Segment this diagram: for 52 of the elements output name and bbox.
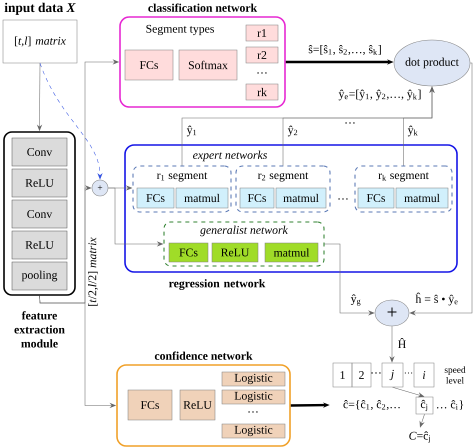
edge-label: Ĥ [396,336,408,350]
edge-label: ŝ=[ŝ$_{1}$, ŝ$_{2}$,…, ŝ$_{k}$] [306,44,384,56]
layer-box: r2 [246,46,278,64]
edge-label: ŷ$_{1}$ [185,124,199,138]
vector-label: ŷ$_{e}$=[ŷ$_{1}$, ŷ$_{2}$,…, ŷ$_{k}$] [338,90,421,100]
layer-box: Logistic [222,424,286,438]
layer-box: Softmax [178,50,238,80]
vector-text: … ĉ$_{i}$} [437,400,464,410]
layer-box: FCs [124,50,174,80]
input-box: input data X [t,l] matrix [2,2,78,64]
layer-box: r1 [246,24,278,42]
edge-label: ŷ$_{g}$ [349,293,363,307]
layer-box: matmul [176,188,228,208]
speed-cell: i [414,362,434,388]
layer-box: matmul [264,242,318,262]
layer-box: FCs [240,188,274,208]
layer-box: matmul [396,188,448,208]
layer-box: ReLU [180,390,216,420]
section-label: expert networks [193,150,267,162]
vector-text: ĉ={ĉ$_{1}$, ĉ$_{2}$,… [343,400,400,410]
edge-label: ŷ$_{k}$ [406,124,420,138]
layer-box: Logistic [222,390,286,404]
dots: … [345,122,355,124]
axis-label: speed level [444,366,466,384]
edge-label: ŷ$_{2}$ [286,124,300,138]
node-label: input data X [4,2,76,15]
matrix-label: [t/2,l/2] matrix [88,237,98,306]
dots: … [338,198,348,200]
layer-box: ReLU [12,168,68,198]
speed-cell: j [382,362,404,388]
dots: … [404,372,412,374]
speed-cell: 1 [332,362,352,388]
layer-box: Conv [12,138,68,166]
result-text: C=ĉ$_{j}$ [409,431,430,443]
layer-box: pooling [12,262,68,290]
layer-box: FCs [168,242,208,262]
dots: … [371,372,381,374]
layer-box: ReLU [212,242,258,262]
layer-box: rk [246,84,278,100]
layer-box: ReLU [12,230,68,260]
layer-box: FCs [358,188,394,208]
layer-box: FCs [128,390,172,420]
dots: … [248,411,258,413]
layer-box: Conv [12,200,68,228]
dots: … [257,72,267,74]
arrow [392,386,424,398]
layer-box: Logistic [222,372,286,386]
speed-cell: 2 [352,362,372,388]
element-box: ĉ$_{j}$ [416,396,434,414]
layer-box: FCs [136,188,174,208]
layer-box: matmul [276,188,326,208]
edge-label: ĥ = ŝ • ŷ$_{e}$ [414,291,460,307]
